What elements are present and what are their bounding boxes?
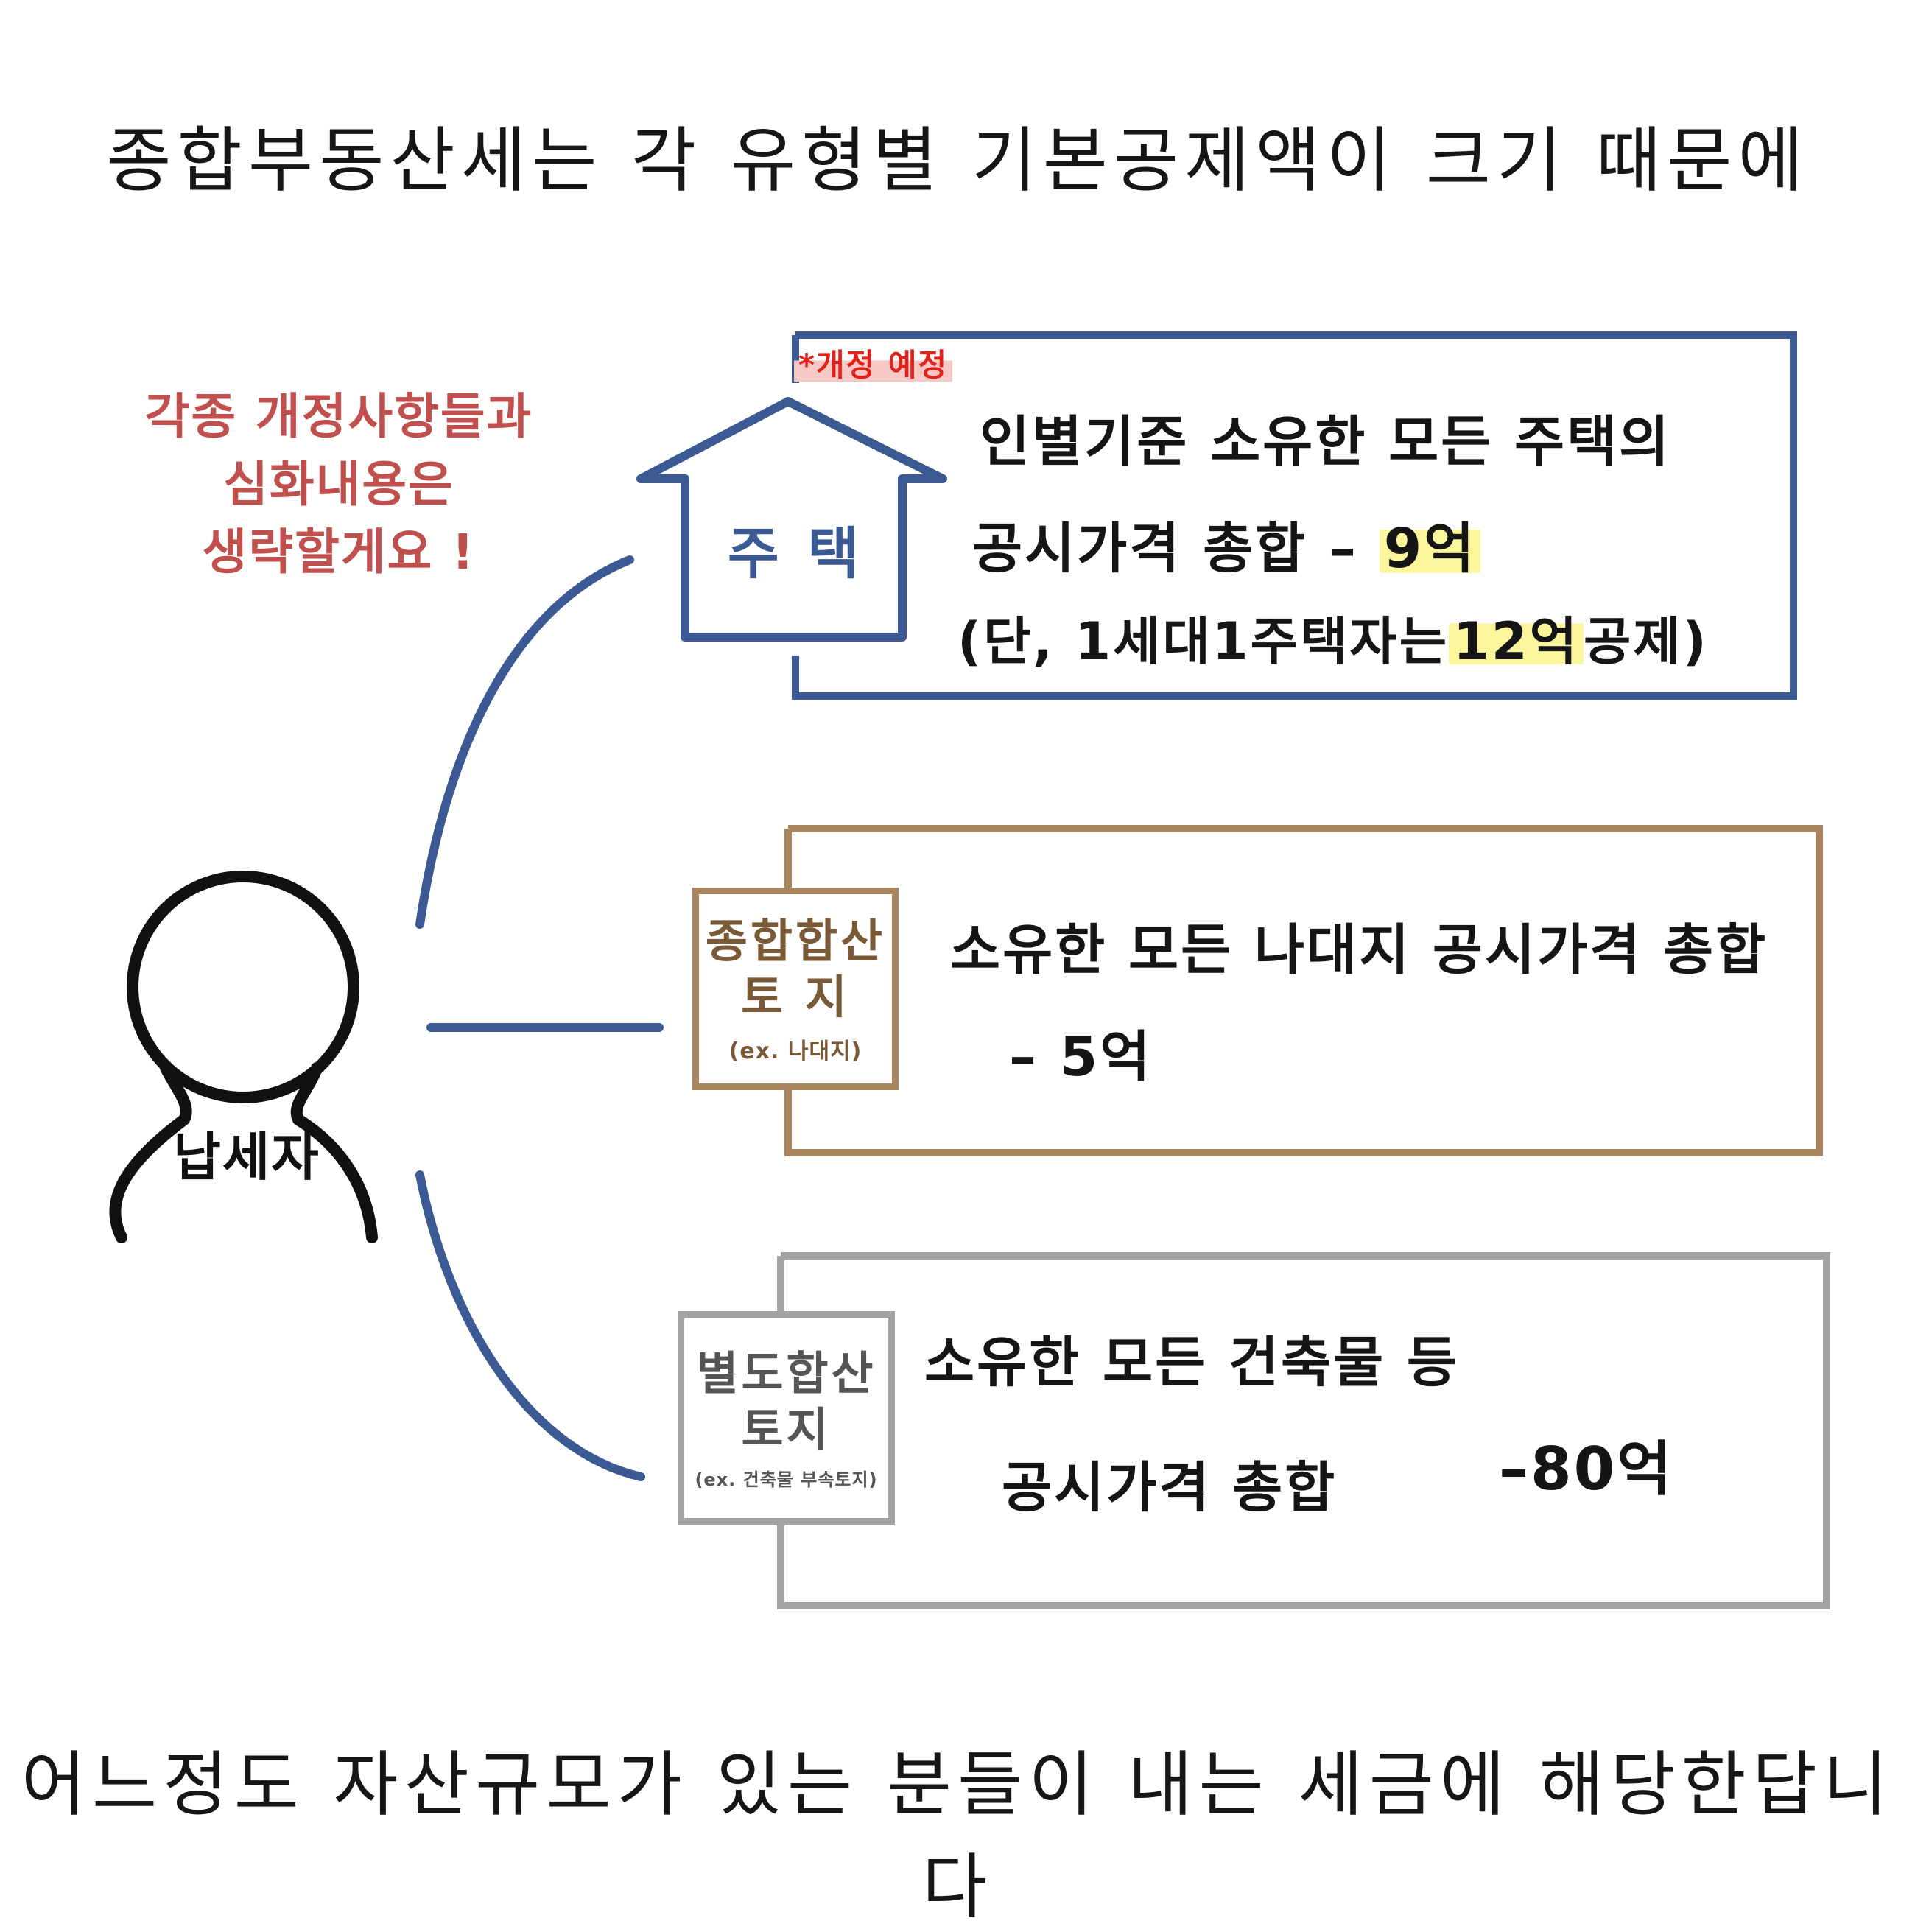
housing-line2-text: 공시가격 총합 –: [972, 517, 1380, 580]
separate-land-line2: 공시가격 총합: [1002, 1456, 1338, 1520]
general-land-tag-line1: 종합합산: [705, 913, 886, 968]
general-land-tag-line2: 토 지: [741, 969, 850, 1024]
separate-land-tag-line1: 별도합산: [696, 1346, 876, 1400]
headline-bottom: 어느정도 자산규모가 있는 분들이 내는 세금에 해당한답니다: [21, 1743, 1894, 1928]
separate-land-tag: 별도합산 토지 (ex. 건축물 부속토지): [678, 1311, 895, 1525]
separate-land-box: [777, 1252, 1830, 1609]
general-land-tag-example: (ex. 나대지): [728, 1038, 862, 1064]
house-icon: [636, 397, 947, 642]
person-icon: [109, 871, 378, 1243]
revision-note: *개정 예정: [794, 340, 953, 385]
general-land-line2: – 5억: [1009, 1025, 1153, 1089]
separate-land-tag-example: (ex. 건축물 부속토지): [695, 1469, 878, 1490]
taxpayer-label: 납세자: [173, 1127, 320, 1187]
connector-separate-land: [415, 1170, 645, 1481]
general-land-line1: 소유한 모든 나대지 공시가격 총합: [950, 918, 1768, 982]
housing-line3: (단, 1세대1주택자는12억공제): [958, 600, 1709, 675]
side-note: 각종 개정사항들과 심화내용은 생략할게요 !: [110, 383, 567, 586]
separate-land-tag-line2: 토지: [741, 1402, 832, 1456]
side-note-line: 심화내용은: [223, 456, 454, 513]
side-note-line: 생략할게요 !: [202, 524, 476, 580]
separate-land-line1: 소유한 모든 건축물 등: [924, 1331, 1460, 1394]
housing-line1: 인별기준 소유한 모든 주택의: [980, 410, 1672, 474]
housing-line3-post: 공제): [1583, 611, 1709, 672]
housing-box: [792, 331, 1797, 700]
general-land-box: [784, 825, 1823, 1156]
side-note-line: 각종 개정사항들과: [144, 388, 533, 445]
separate-land-amount: –80억: [1499, 1435, 1673, 1503]
housing-single-amount: 12억: [1449, 611, 1584, 672]
general-land-tag: 종합합산 토 지 (ex. 나대지): [692, 888, 899, 1090]
housing-amount: 9억: [1379, 517, 1481, 580]
housing-label: 주 택: [727, 521, 864, 586]
connector-housing: [415, 555, 634, 929]
headline-top: 종합부동산세는 각 유형별 기본공제액이 크기 때문에: [106, 119, 1809, 202]
housing-line3-pre: (단, 1세대1주택자는: [958, 611, 1450, 672]
housing-line2: 공시가격 총합 – 9억: [972, 505, 1481, 583]
